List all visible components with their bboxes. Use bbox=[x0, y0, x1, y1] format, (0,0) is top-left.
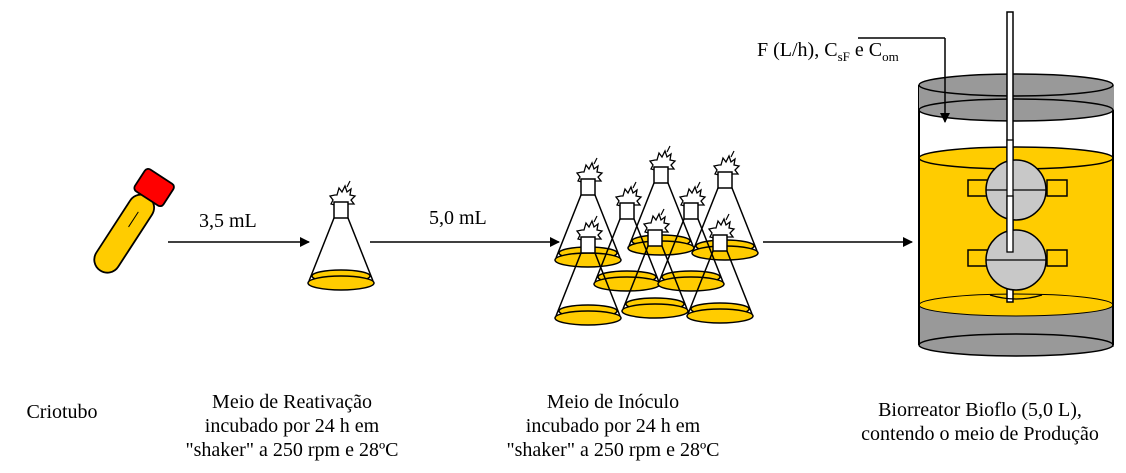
bioreactor-caption-line-2: contendo o meio de Produção bbox=[861, 423, 1099, 445]
reactivation-flask-icon bbox=[307, 180, 375, 291]
reactivation-caption-line-3: "shaker" a 250 rpm e 28ºC bbox=[185, 439, 399, 461]
inoculum-caption-line-3: "shaker" a 250 rpm e 28ºC bbox=[506, 439, 720, 461]
reactivation-caption-line-1: Meio de Reativação bbox=[212, 391, 372, 413]
volume-label-1: 3,5 mL bbox=[199, 210, 257, 232]
feed-label-sub-2: om bbox=[882, 49, 899, 64]
bioreactor-caption-line-1: Biorreator Bioflo (5,0 L), bbox=[878, 399, 1082, 421]
bioreactor-icon bbox=[918, 11, 1114, 357]
criotubo-caption: Criotubo bbox=[2, 400, 122, 424]
feed-label: F (L/h), CsF e Com bbox=[757, 39, 899, 65]
feed-label-mid: e C bbox=[849, 39, 883, 61]
inoculum-caption-line-2: incubado por 24 h em bbox=[525, 415, 701, 437]
feed-label-sub-1: sF bbox=[837, 49, 850, 64]
inoculum-flasks-icon bbox=[554, 145, 759, 326]
feed-line bbox=[858, 37, 950, 123]
feed-label-prefix: F (L/h), C bbox=[757, 39, 838, 61]
cryotube-icon bbox=[93, 167, 175, 274]
reactivation-caption: Meio de Reativação incubado por 24 h em … bbox=[162, 390, 422, 462]
criotubo-caption-line-1: Criotubo bbox=[26, 401, 98, 423]
bioreactor-caption: Biorreator Bioflo (5,0 L), contendo o me… bbox=[835, 398, 1125, 446]
inoculum-caption: Meio de Inóculo incubado por 24 h em "sh… bbox=[483, 390, 743, 462]
volume-label-2: 5,0 mL bbox=[429, 207, 487, 229]
reactivation-caption-line-2: incubado por 24 h em bbox=[204, 415, 380, 437]
inoculum-caption-line-1: Meio de Inóculo bbox=[546, 391, 680, 413]
